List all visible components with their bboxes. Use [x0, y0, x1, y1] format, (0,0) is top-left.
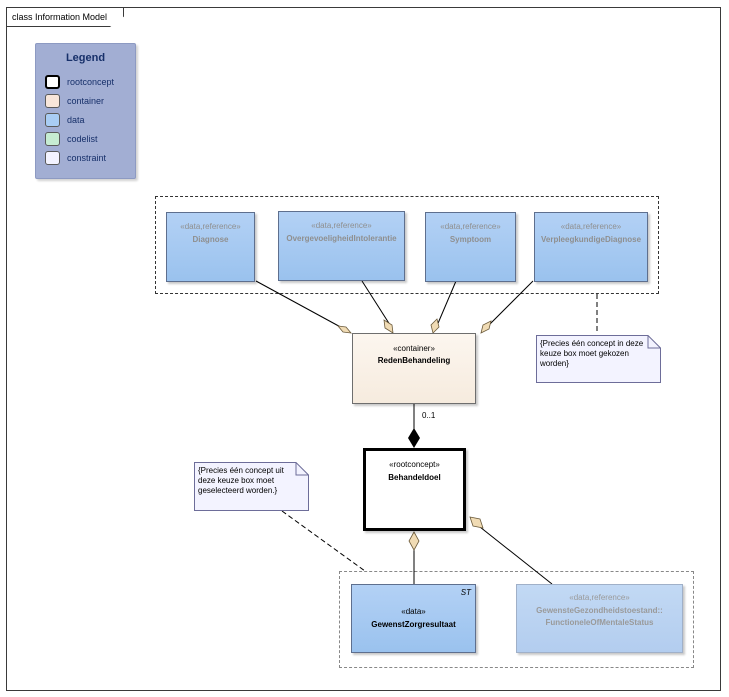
box-name: Behandeldoel: [388, 473, 441, 482]
legend-swatch-data: [45, 113, 60, 127]
note-bottom-line1: {Precies één concept uit: [198, 466, 284, 475]
box-stereotype: «data»: [401, 607, 426, 616]
legend-label: container: [67, 96, 105, 106]
box-name: GewenstZorgresultaat: [371, 620, 456, 629]
legend-label: constraint: [67, 153, 107, 163]
legend-swatch-codelist: [45, 132, 60, 146]
box-verpleegkundige[interactable]: «data,reference» VerpleegkundigeDiagnose: [534, 212, 648, 282]
diagram-frame: class Information Model: [6, 7, 721, 691]
box-gewenstzorgresultaat[interactable]: ST «data» GewenstZorgresultaat: [351, 584, 476, 653]
box-overgevoeligheid[interactable]: «data,reference» OvergevoeligheidIntoler…: [278, 211, 405, 281]
box-diagnose[interactable]: «data,reference» Diagnose: [166, 212, 255, 282]
choice-group-reden: [155, 196, 659, 294]
box-stereotype: «rootconcept»: [389, 460, 440, 469]
box-functionele-status[interactable]: «data,reference» GewensteGezondheidstoes…: [516, 584, 683, 653]
note-top-line3: worden}: [540, 359, 569, 368]
legend: Legend rootconcept container data codeli…: [35, 43, 136, 179]
legend-swatch-rootconcept: [45, 75, 60, 89]
box-symptoom[interactable]: «data,reference» Symptoom: [425, 212, 516, 282]
box-name: Diagnose: [192, 235, 229, 244]
note-bottom-shape: [194, 462, 309, 511]
box-stereotype: «data,reference»: [569, 593, 630, 602]
box-redenbehandeling[interactable]: «container» RedenBehandeling: [352, 333, 476, 404]
frame-title: class Information Model: [12, 12, 108, 22]
box-name: VerpleegkundigeDiagnose: [540, 235, 642, 244]
box-behandeldoel[interactable]: «rootconcept» Behandeldoel: [363, 448, 466, 531]
note-top: {Precies één concept in deze keuze box m…: [536, 335, 661, 383]
box-name-line1: GewensteGezondheidstoestand::: [536, 606, 663, 615]
box-name-line2: FunctioneleOfMentaleStatus: [545, 618, 654, 627]
st-tag: ST: [460, 588, 471, 597]
legend-label: codelist: [67, 134, 98, 144]
note-top-line1: {Precies één concept in deze: [540, 339, 644, 348]
multiplicity-label: 0..1: [422, 411, 436, 420]
note-bottom-line2: deze keuze box moet: [198, 476, 275, 485]
legend-label: data: [67, 115, 85, 125]
legend-swatch-container: [45, 94, 60, 108]
box-stereotype: «data,reference»: [560, 222, 622, 231]
box-name: OvergevoeligheidIntolerantie: [286, 234, 397, 243]
box-stereotype: «data,reference»: [180, 222, 241, 231]
box-name: RedenBehandeling: [377, 356, 451, 365]
note-bottom-line3: geselecteerd worden.}: [198, 486, 278, 495]
legend-label: rootconcept: [67, 77, 115, 87]
note-top-line2: keuze box moet gekozen: [540, 349, 629, 358]
box-stereotype: «data,reference»: [311, 221, 372, 230]
box-stereotype: «data,reference»: [440, 222, 501, 231]
box-stereotype: «container»: [393, 344, 435, 353]
note-top-shape: [536, 335, 661, 383]
box-name: Symptoom: [449, 235, 492, 244]
legend-swatch-constraint: [45, 151, 60, 165]
note-bottom: {Precies één concept uit deze keuze box …: [194, 462, 309, 511]
legend-title: Legend: [65, 52, 106, 64]
